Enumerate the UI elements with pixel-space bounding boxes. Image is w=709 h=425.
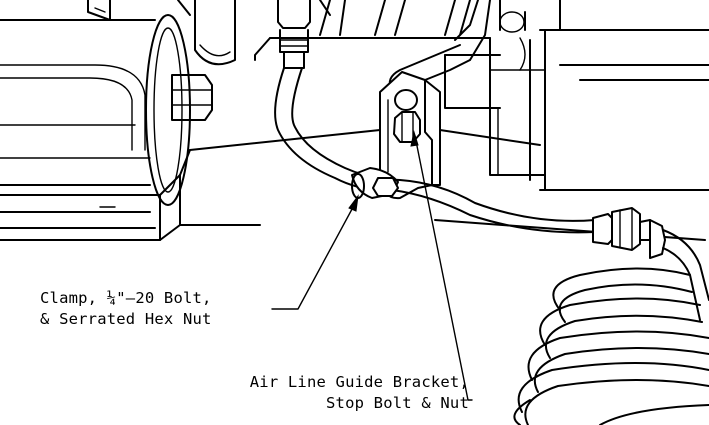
clamp-leader — [271, 194, 359, 310]
left-hex-fitting — [171, 74, 213, 121]
hose-end-fitting — [592, 207, 709, 321]
left-base-plate — [0, 174, 181, 241]
top-fitting — [277, 0, 311, 69]
back-frame — [254, 0, 709, 191]
top-valve-assembly — [87, 0, 236, 66]
clamp-callout-label: Clamp, ¼"–20 Bolt, & Serrated Hex Nut — [40, 288, 212, 330]
bracket-callout-line-2: Stop Bolt & Nut — [326, 394, 469, 412]
coiled-hose — [513, 267, 709, 425]
clamp-callout-line-2: & Serrated Hex Nut — [40, 310, 212, 328]
hose-clamp — [351, 167, 399, 199]
air-line-hose — [274, 67, 596, 234]
clamp-callout-line-1: Clamp, ¼"–20 Bolt, — [40, 289, 212, 307]
left-cylinder — [0, 14, 191, 206]
bracket-leader — [410, 130, 473, 401]
bracket-callout-line-1: Air Line Guide Bracket, — [249, 373, 469, 391]
bracket-callout-label: Air Line Guide Bracket, Stop Bolt & Nut — [250, 372, 469, 414]
right-clamp-block — [444, 29, 546, 191]
